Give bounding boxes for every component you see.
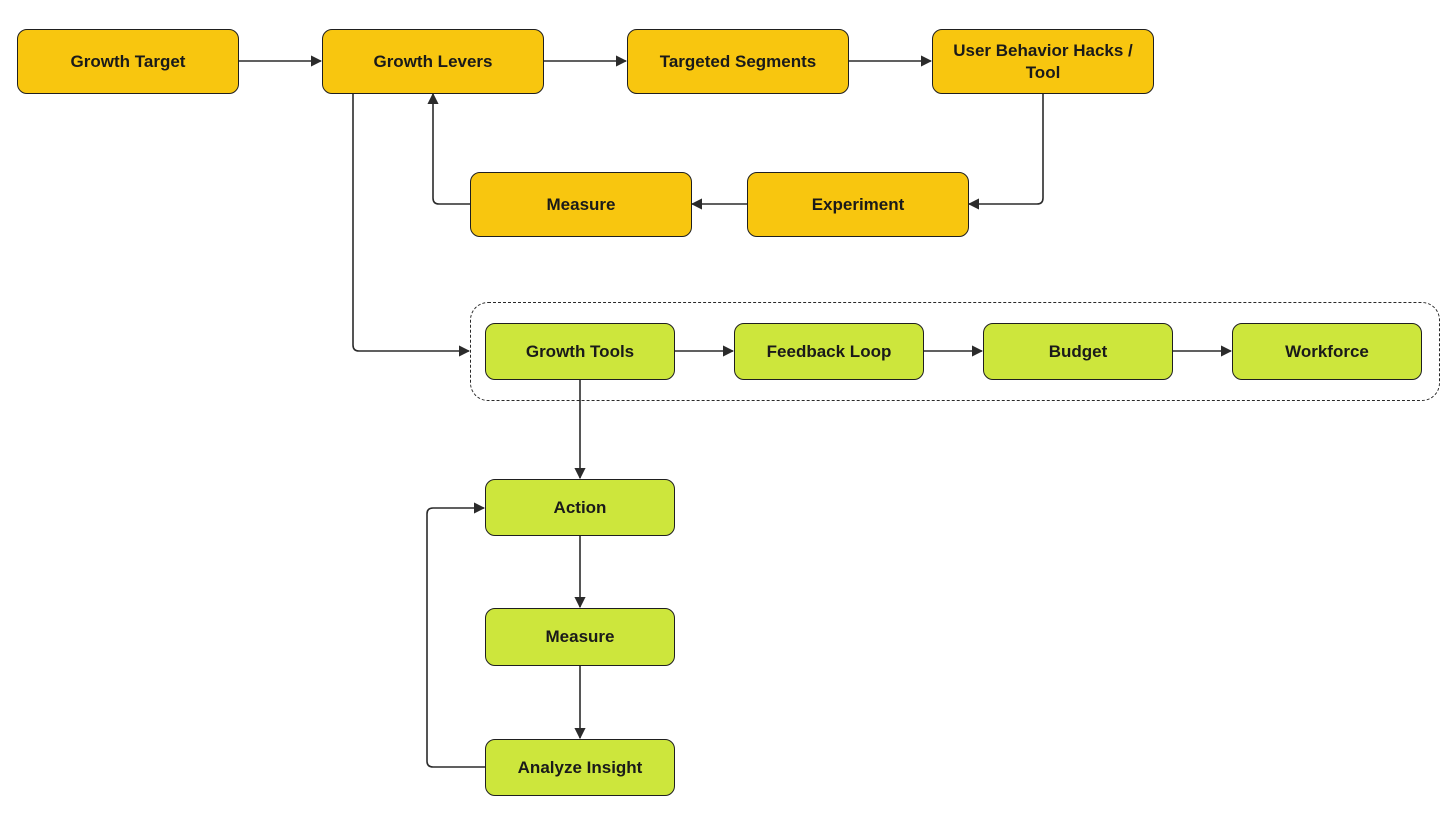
- node-growth-levers[interactable]: Growth Levers: [322, 29, 544, 94]
- arrow-measure-to-growth-levers: [427, 92, 470, 205]
- node-workforce[interactable]: Workforce: [1232, 323, 1422, 380]
- node-measure-top[interactable]: Measure: [470, 172, 692, 237]
- node-analyze-insight[interactable]: Analyze Insight: [485, 739, 675, 796]
- node-user-behavior-hacks[interactable]: User Behavior Hacks / Tool: [932, 29, 1154, 94]
- node-experiment[interactable]: Experiment: [747, 172, 969, 237]
- node-growth-tools[interactable]: Growth Tools: [485, 323, 675, 380]
- node-action[interactable]: Action: [485, 479, 675, 536]
- arrow-user-behavior-to-experiment: [967, 94, 1044, 210]
- node-growth-target[interactable]: Growth Target: [17, 29, 239, 94]
- growth-tools-group: [470, 302, 1440, 401]
- arrow-analyze-insight-to-action: [426, 502, 486, 768]
- node-measure-bottom[interactable]: Measure: [485, 608, 675, 666]
- arrow-growth-levers-to-growth-tools-group: [352, 94, 471, 357]
- node-budget[interactable]: Budget: [983, 323, 1173, 380]
- node-feedback-loop[interactable]: Feedback Loop: [734, 323, 924, 380]
- node-targeted-segments[interactable]: Targeted Segments: [627, 29, 849, 94]
